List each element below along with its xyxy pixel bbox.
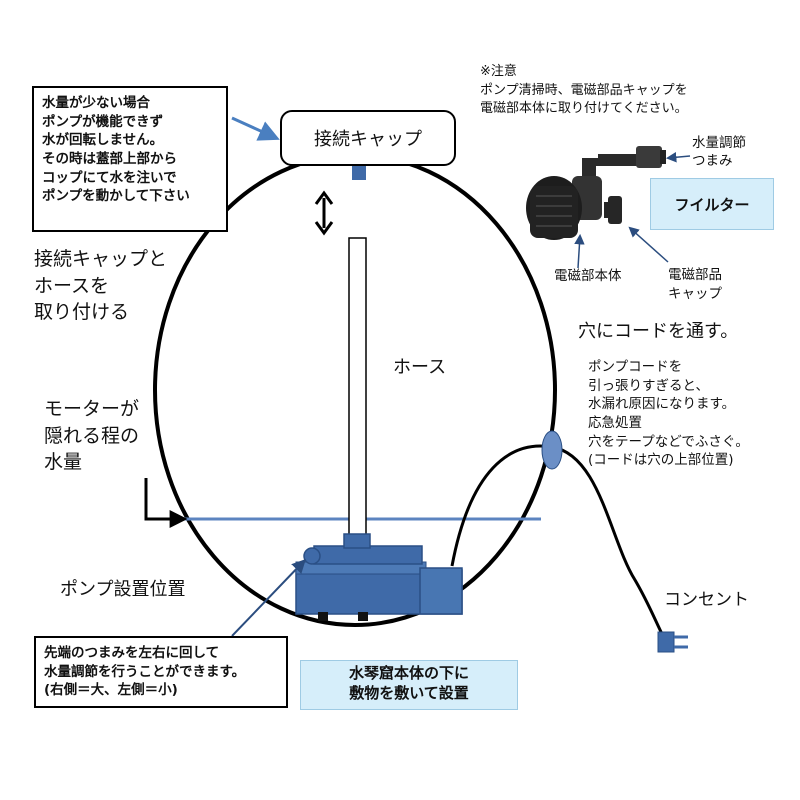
hose	[348, 237, 367, 545]
warning-arrow	[231, 116, 280, 141]
motor-water-level-label: モーターが 隠れる程の 水量	[44, 398, 140, 474]
water-level-arrow	[144, 478, 188, 528]
pump-position-label: ポンプ設置位置	[60, 579, 186, 600]
under-note: 水琴窟本体の下に 敷物を敷いて設置	[300, 660, 518, 710]
cord-hole	[541, 430, 563, 470]
updown-arrow-icon	[314, 190, 334, 236]
em-body-arrow	[574, 233, 585, 269]
knob-label-arrow	[665, 152, 691, 163]
em-body-label: 電磁部本体	[554, 268, 622, 284]
hose-label: ホース	[393, 357, 447, 378]
filter-box: フイルター	[650, 178, 774, 230]
connect-cap-box: 接続キャップ	[280, 110, 456, 166]
connect-cap-label: 接続キャップ	[314, 129, 422, 150]
outlet-label: コンセント	[664, 590, 749, 610]
cord-hole-title: 穴にコードを通す。	[578, 321, 739, 342]
pump	[295, 533, 463, 621]
filter-label: フイルター	[674, 195, 750, 214]
plug-icon	[657, 631, 688, 653]
pump-cord	[450, 444, 665, 637]
pump-photo	[526, 146, 666, 240]
knob-arrow	[231, 558, 306, 637]
em-cap-label: 電磁部品 キャップ	[668, 267, 722, 302]
em-cap-arrow	[628, 226, 669, 263]
flow-knob-label: 水量調節 つまみ	[692, 135, 746, 170]
cap-connector	[352, 163, 366, 180]
cord-hole-body: ポンプコードを 引っ張りすぎると、 水漏れ原因になります。 応急処置 穴をテープ…	[588, 359, 749, 469]
warning-box: 水量が少ない場合 ポンプが機能できず 水が回転しません。 その時は蓋部上部から …	[32, 86, 228, 232]
attach-instruction: 接続キャップと ホースを 取り付ける	[34, 248, 168, 324]
caution-body: ポンプ清掃時、電磁部品キャップを 電磁部本体に取り付けてください。	[480, 83, 688, 116]
knob-note: 先端のつまみを左右に回して 水量調節を行うことができます。 (右側＝大、左側＝小…	[34, 636, 288, 708]
caution-title: ※注意	[480, 64, 517, 79]
